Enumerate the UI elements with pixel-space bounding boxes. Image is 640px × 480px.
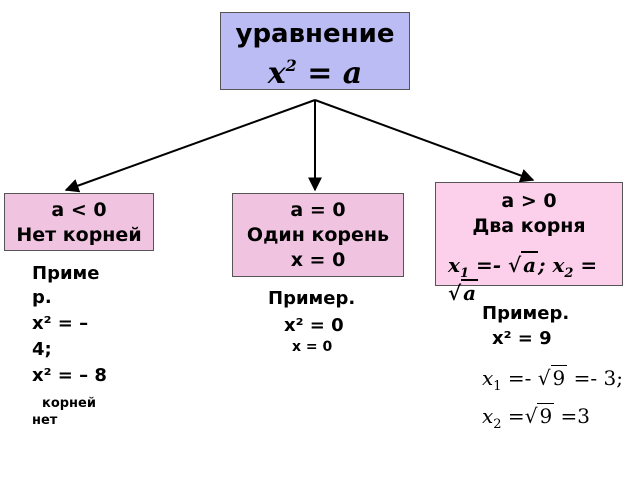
arrow-to-right xyxy=(314,99,535,183)
sqrt-symbol: √a xyxy=(507,251,539,277)
example-negative-note-1: корней xyxy=(42,396,96,411)
root-formula-rest: = a xyxy=(296,56,363,91)
branch-zero-box: a = 0 Один корень x = 0 xyxy=(232,193,404,277)
example-zero-equation: x² = 0 xyxy=(284,315,344,336)
branch-negative-box: a < 0 Нет корней xyxy=(4,193,154,251)
branch-positive-result: Два корня xyxy=(472,215,586,237)
example-negative-line-3: x² = – xyxy=(32,313,89,334)
example-negative-line-5: x² = – 8 xyxy=(32,365,107,386)
example-zero-title: Пример. xyxy=(268,288,356,309)
example-negative-line-4: 4; xyxy=(32,339,52,360)
example-positive-root-1: x1 =- √9 =- 3; xyxy=(482,365,623,394)
example-negative-line-1: Приме xyxy=(32,263,100,284)
arrow-to-left xyxy=(64,99,316,193)
root-formula-var: x xyxy=(267,56,286,91)
branch-negative-result: Нет корней xyxy=(16,224,142,246)
example-negative-line-2: р. xyxy=(32,287,52,308)
example-zero-answer: x = 0 xyxy=(292,339,333,355)
sqrt-symbol: √9 xyxy=(537,365,568,390)
example-positive-equation: x² = 9 xyxy=(492,328,552,349)
sqrt-symbol: √a xyxy=(448,279,479,305)
branch-zero-result: Один корень xyxy=(246,224,390,246)
example-negative-note-2: нет xyxy=(32,413,58,428)
example-positive-root-2: x2 =√9 =3 xyxy=(482,403,591,432)
branch-positive-condition: a > 0 xyxy=(501,190,557,212)
root-equation-box: уравнение x2 = a xyxy=(220,12,410,91)
sqrt-symbol: √9 xyxy=(524,403,555,428)
root-title: уравнение xyxy=(235,19,395,49)
roots-formula: x1 =- √a; x2 =√a xyxy=(448,251,598,305)
branch-zero-root: x = 0 xyxy=(290,249,346,271)
example-positive-title: Пример. xyxy=(482,303,570,324)
root-formula-exp: 2 xyxy=(285,56,297,75)
root-formula: x2 = a xyxy=(221,49,409,91)
branch-positive-box: a > 0 Два корня x1 =- √a; x2 =√a xyxy=(435,182,623,305)
branch-zero-condition: a = 0 xyxy=(290,199,346,221)
branch-negative-condition: a < 0 xyxy=(51,199,107,221)
